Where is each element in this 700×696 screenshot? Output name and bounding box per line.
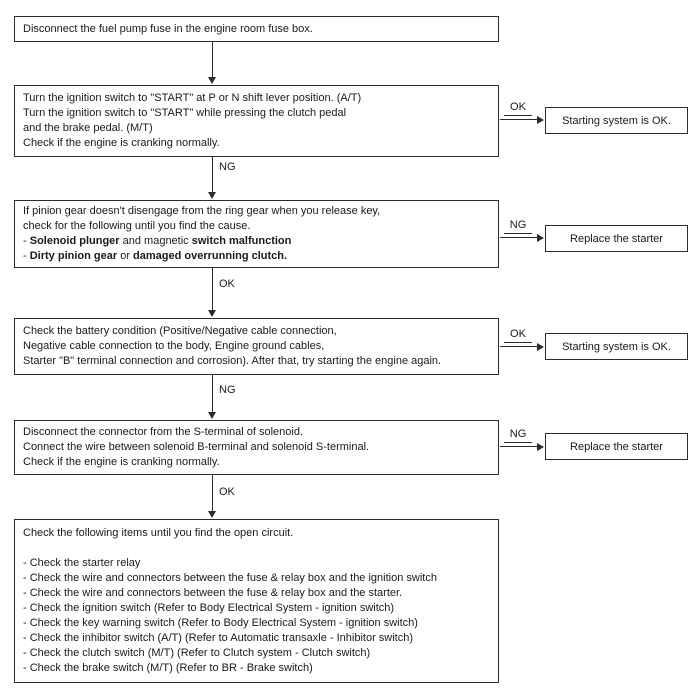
arrow-down-icon [208, 192, 216, 199]
checklist-item: - Check the wire and connectors between … [23, 572, 437, 584]
blank-line [23, 541, 490, 556]
result-box-replace-starter: Replace the starter [545, 433, 688, 460]
checklist-item: - Check the clutch switch (M/T) (Refer t… [23, 647, 371, 659]
checklist-item: - Check the inhibitor switch (A/T) (Refe… [23, 632, 414, 644]
box-solenoid-jumper-wire-check: Disconnect the connector from the S-term… [14, 420, 499, 475]
result-text: Starting system is OK. [562, 340, 671, 353]
checklist-item: - Check the ignition switch (Refer to Bo… [23, 602, 395, 614]
checklist-item: - Check the key warning switch (Refer to… [23, 617, 418, 629]
connector-label-ok: OK [504, 101, 532, 116]
arrow-line [500, 237, 538, 238]
checklist-item: - Check the starter relay [23, 557, 141, 569]
down-connector-line-5 [212, 475, 213, 512]
text-line: If pinion gear doesn't disengage from th… [23, 205, 381, 217]
result-text: Replace the starter [570, 440, 663, 453]
checklist-item: - Check the wire and connectors between … [23, 587, 403, 599]
box-ignition-start-cranking-check: Turn the ignition switch to "START" at P… [14, 85, 499, 157]
text-line: Disconnect the connector from the S-term… [23, 426, 304, 438]
arrow-right-icon [537, 234, 544, 242]
text-line: Turn the ignition switch to "START" at P… [23, 92, 362, 104]
text-line: Disconnect the fuel pump fuse in the eng… [23, 22, 313, 35]
arrow-down-icon [208, 412, 216, 419]
connector-label-ok: OK [219, 486, 235, 498]
down-connector-line-2 [212, 157, 213, 193]
connector-label-ng: NG [219, 384, 236, 396]
result-text: Replace the starter [570, 232, 663, 245]
text-line: Check if the engine is cranking normally… [23, 456, 220, 468]
connector-label-ok: OK [504, 328, 532, 343]
text-line: Turn the ignition switch to "START" whil… [23, 107, 347, 119]
arrow-right-icon [537, 116, 544, 124]
text-line: Connect the wire between solenoid B-term… [23, 441, 370, 453]
arrow-line [500, 119, 538, 120]
down-connector-line-3 [212, 268, 213, 311]
text-line: check for the following until you find t… [23, 220, 251, 232]
text-line: and the brake pedal. (M/T) [23, 122, 153, 134]
result-text: Starting system is OK. [562, 114, 671, 127]
arrow-down-icon [208, 310, 216, 317]
connector-label-ok: OK [219, 278, 235, 290]
text-line: Starter "B" terminal connection and corr… [23, 355, 442, 367]
down-connector-line-1 [212, 42, 213, 78]
arrow-line [500, 446, 538, 447]
connector-label-ng: NG [504, 428, 532, 443]
text-line: Negative cable connection to the body, E… [23, 340, 325, 352]
result-box-starting-system-ok: Starting system is OK. [545, 333, 688, 360]
checklist-item: - Check the brake switch (M/T) (Refer to… [23, 662, 313, 674]
arrow-line [500, 346, 538, 347]
connector-label-ng: NG [504, 219, 532, 234]
text-line: Check the following items until you find… [23, 527, 294, 539]
connector-label-ng: NG [219, 161, 236, 173]
arrow-right-icon [537, 443, 544, 451]
down-connector-line-4 [212, 375, 213, 412]
text-line: Check if the engine is cranking normally… [23, 137, 220, 149]
text-line: - Solenoid plunger and magnetic switch m… [23, 235, 292, 247]
box-battery-condition-check: Check the battery condition (Positive/Ne… [14, 318, 499, 375]
result-box-starting-system-ok: Starting system is OK. [545, 107, 688, 134]
result-box-replace-starter: Replace the starter [545, 225, 688, 252]
text-line: Check the battery condition (Positive/Ne… [23, 325, 337, 337]
arrow-down-icon [208, 511, 216, 518]
box-disconnect-fuel-pump-fuse: Disconnect the fuel pump fuse in the eng… [14, 16, 499, 42]
arrow-down-icon [208, 77, 216, 84]
box-pinion-gear-disengage-check: If pinion gear doesn't disengage from th… [14, 200, 499, 268]
text-line: - Dirty pinion gear or damaged overrunni… [23, 250, 288, 262]
box-open-circuit-checklist: Check the following items until you find… [14, 519, 499, 683]
arrow-right-icon [537, 343, 544, 351]
